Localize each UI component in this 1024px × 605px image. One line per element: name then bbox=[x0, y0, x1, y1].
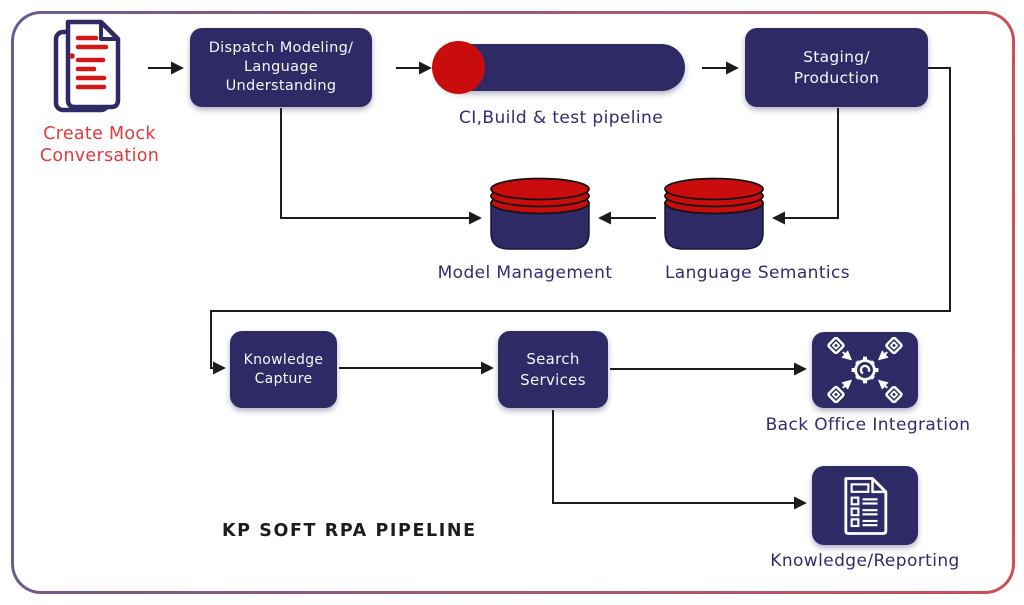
integration-gears-icon bbox=[827, 337, 903, 403]
ss-line2: Services bbox=[520, 370, 586, 389]
node-knowledge-reporting bbox=[812, 466, 918, 545]
dispatch-line3: Understanding bbox=[225, 77, 337, 94]
kc-line2: Capture bbox=[254, 370, 313, 387]
knowledge-reporting-label: Knowledge/Reporting bbox=[770, 551, 960, 571]
create-mock-line2: Conversation bbox=[39, 145, 160, 166]
dispatch-line1: Dispatch Modeling/ bbox=[208, 40, 354, 57]
connector-staging-to-langsemantics bbox=[772, 108, 839, 225]
node-dispatch-modeling: Dispatch Modeling/ Language Understandin… bbox=[190, 28, 372, 107]
staging-line1: Staging/ bbox=[803, 47, 870, 66]
node-back-office-integration bbox=[812, 332, 918, 408]
kc-line1: Knowledge bbox=[243, 351, 324, 368]
staging-line2: Production bbox=[793, 68, 880, 87]
pipeline-stage-dot bbox=[432, 41, 485, 94]
node-search-services: Search Services bbox=[498, 331, 608, 408]
connector-search-to-reporting bbox=[552, 410, 807, 510]
connector-staging-to-knowledgecapture bbox=[210, 67, 951, 375]
back-office-integration-label: Back Office Integration bbox=[765, 415, 971, 435]
diagram-title: KP SOFT RPA PIPELINE bbox=[222, 521, 477, 541]
create-mock-line1: Create Mock bbox=[43, 124, 156, 144]
database-cylinder-icon bbox=[664, 177, 764, 250]
ss-line1: Search bbox=[526, 350, 580, 369]
database-cylinder-icon bbox=[490, 177, 590, 250]
node-ci-build-test-pipeline bbox=[432, 41, 685, 94]
diagram-border bbox=[11, 11, 1015, 594]
create-mock-label: Create Mock Conversation bbox=[17, 124, 182, 168]
dispatch-line2: Language bbox=[244, 59, 318, 76]
ci-pipeline-label: CI,Build & test pipeline bbox=[458, 108, 664, 128]
node-knowledge-capture: Knowledge Capture bbox=[230, 331, 337, 408]
model-management-label: Model Management bbox=[437, 263, 613, 283]
document-stack-icon bbox=[53, 19, 121, 113]
node-staging-production: Staging/ Production bbox=[745, 28, 928, 107]
language-semantics-label: Language Semantics bbox=[664, 263, 851, 283]
report-document-icon bbox=[844, 476, 888, 535]
connector-dispatch-to-modelmgmt bbox=[280, 108, 482, 225]
